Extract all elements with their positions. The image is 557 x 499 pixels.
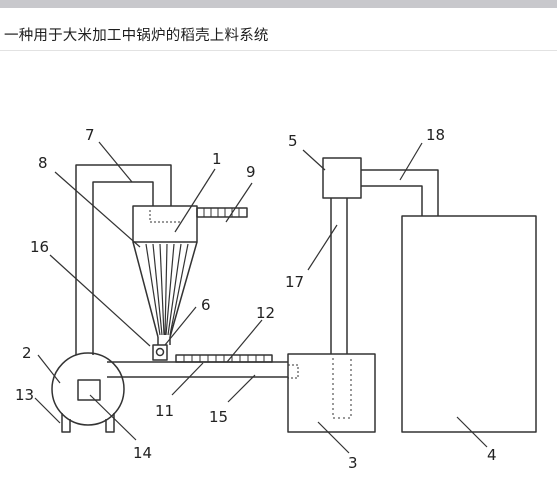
return-duct-inner: [92, 181, 154, 355]
label-9: 9: [246, 163, 256, 181]
blower-fan: [51, 352, 125, 426]
bin-inner-dash: [332, 358, 352, 419]
label-2: 2: [22, 344, 32, 362]
bin-inlet-dash: [288, 364, 299, 379]
rotary-valve-core: [155, 347, 165, 357]
fan-motor: [77, 379, 101, 401]
label-3: 3: [348, 454, 358, 472]
top-separator-box: [322, 157, 362, 199]
label-13: 13: [15, 386, 34, 404]
label-5: 5: [288, 132, 298, 150]
fan-foot-right: [105, 413, 115, 433]
label-17: 17: [285, 273, 304, 291]
label-16: 16: [30, 238, 49, 256]
label-18: 18: [426, 126, 445, 144]
label-4: 4: [487, 446, 497, 464]
cyclone-inner-dash: [149, 210, 182, 223]
label-6: 6: [201, 296, 211, 314]
label-1: 1: [212, 150, 222, 168]
label-15: 15: [209, 408, 228, 426]
leader-lines: [34, 141, 488, 454]
screw-conveyor-ticks: [183, 355, 265, 362]
label-14: 14: [133, 444, 152, 462]
page-title: 一种用于大米加工中锅炉的稻壳上料系统: [4, 28, 269, 44]
lift-pipe: [330, 198, 348, 354]
label-12: 12: [256, 304, 275, 322]
top-strip: [0, 0, 557, 8]
title-divider: [0, 50, 557, 51]
boiler: [401, 215, 537, 433]
boiler-duct: [361, 169, 439, 216]
return-duct: [75, 164, 172, 355]
fan-foot-left: [61, 413, 71, 433]
storage-bin: [287, 353, 376, 433]
rotary-valve: [152, 344, 168, 361]
screw-feed-pipe: [196, 207, 248, 218]
cyclone-separator: [132, 205, 198, 243]
cyclone-cone: [132, 241, 198, 338]
filter-rods: [145, 243, 189, 336]
label-8: 8: [38, 154, 48, 172]
label-7: 7: [85, 126, 95, 144]
screw-feed-ticks: [203, 208, 240, 217]
label-11: 11: [155, 402, 174, 420]
